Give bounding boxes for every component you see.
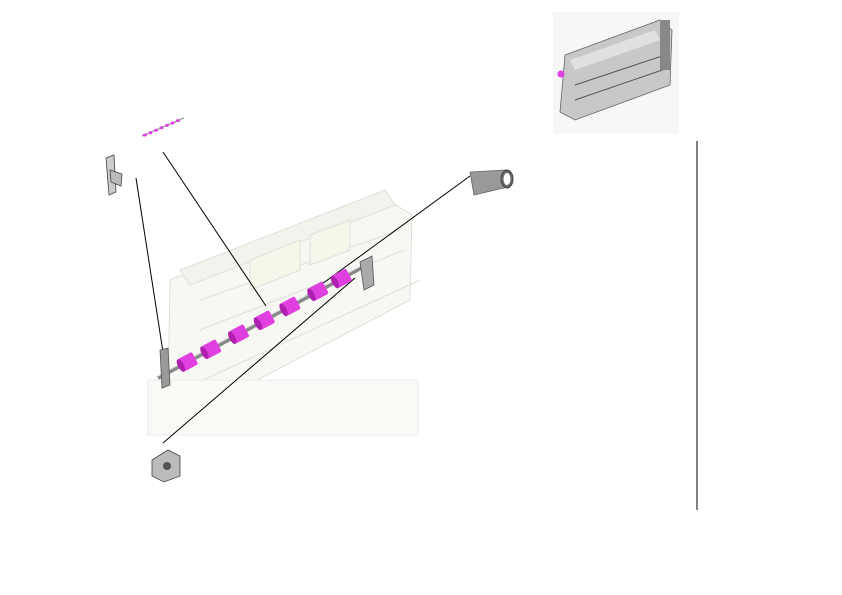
mini-roller (148, 131, 153, 135)
roller (176, 352, 198, 372)
tube-roller (469, 169, 514, 196)
roller (307, 281, 329, 302)
mini-roller (165, 123, 169, 127)
unit-overview-thumbnail (553, 12, 679, 134)
roller (279, 296, 301, 317)
leader-line-small-shaft (162, 151, 267, 307)
roller (228, 324, 249, 345)
mini-roller (143, 133, 147, 137)
roller (330, 269, 352, 289)
bushing-holder (151, 449, 181, 483)
roller (200, 339, 222, 360)
leader-lines (135, 151, 471, 444)
mini-roller (154, 128, 158, 132)
roller (253, 310, 275, 331)
mini-roller (176, 119, 180, 123)
leader-line-holder (162, 277, 356, 444)
mini-roller (170, 121, 175, 125)
bracket (105, 154, 123, 196)
leader-line-tube (299, 175, 471, 301)
leader-line-bracket (135, 177, 164, 353)
roller-shaft-small (141, 117, 185, 137)
mini-roller (159, 126, 164, 130)
roller-shaft-assembly (157, 255, 375, 389)
